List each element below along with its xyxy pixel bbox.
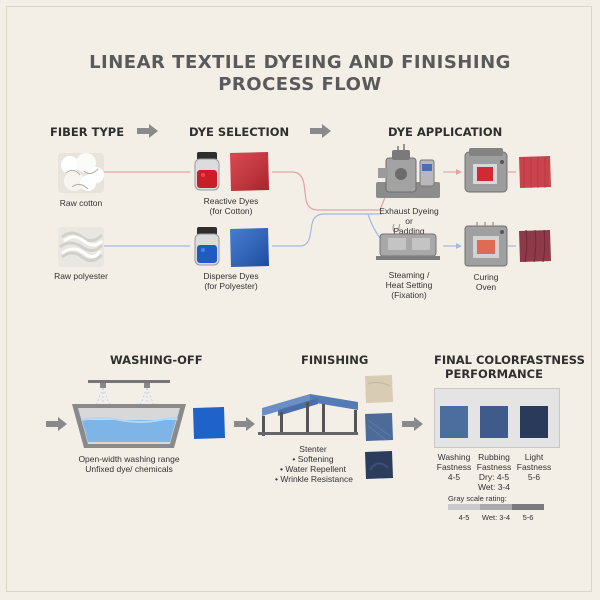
washed-blue-fabric-swatch [193,407,225,439]
rubbing-fastness-label-2: Fastness [476,462,512,472]
washing-test-swatch [440,406,468,438]
washing-fastness-label-1: Washing [437,452,471,462]
exhaust-dyeing-machine-icon [376,144,440,198]
rubbing-fastness-label-1: Rubbing [478,452,510,462]
header-final-2: PERFORMANCE [445,367,543,381]
gray-scale-value-2: Wet: 3-4 [481,513,511,522]
reactive-dyes-label-2: (for Cotton) [209,206,253,216]
gray-scale-value-3: 5-6 [522,513,534,522]
drying-unit-red-icon [464,148,508,193]
exhaust-label-2: or [405,216,413,226]
raw-cotton-icon [58,153,104,193]
light-test-swatch [520,406,548,438]
raw-polyester-label: Raw polyester [54,271,108,281]
title-line-2: PROCESS FLOW [218,74,382,95]
diagram-frame [6,6,592,592]
flow-arrow-icon [310,124,331,138]
steaming-label-2: Heat Setting [385,280,433,290]
light-fastness-value: 5-6 [527,472,541,482]
flow-arrow-icon [137,124,158,138]
blue-fabric-swatch [230,228,269,267]
stenter-label: Stenter [299,444,327,454]
gray-scale-bar-1 [448,504,480,510]
finishing-bullet-wrinkle-resistance: • Wrinkle Resistance [275,474,353,484]
header-dye-selection: DYE SELECTION [189,125,290,139]
washing-fastness-label-2: Fastness [436,462,472,472]
header-dye-application: DYE APPLICATION [388,125,503,139]
red-fabric-swatch [230,152,269,191]
disperse-dyes-label-2: (for Polyester) [204,281,258,291]
header-fiber-type: FIBER TYPE [50,125,125,139]
rubbing-test-swatch [480,406,508,438]
washing-label-2: Unfixed dye/ chemicals [85,464,173,474]
gray-scale-bar-3 [512,504,544,510]
exhaust-label-3: Padding [393,226,425,236]
flow-arrow-icon [46,417,67,431]
steaming-label-3: (Fixation) [391,290,427,300]
header-finishing: FINISHING [301,353,369,367]
rubbing-fastness-dry: Dry: 4-5 [478,472,510,482]
navy-finished-swatch [365,451,393,479]
title-line-1: LINEAR TEXTILE DYEING AND FINISHING [89,52,511,73]
maroon-dyed-fabric-swatch [519,229,551,263]
disperse-dye-jar-icon [194,227,220,266]
raw-polyester-icon [58,227,104,267]
beige-finished-swatch [365,375,393,403]
header-washing-off: WASHING-OFF [110,353,203,367]
washing-fastness-value: 4-5 [447,472,461,482]
washing-tank-icon [72,380,186,448]
gray-scale-bar-2 [480,504,512,510]
reactive-dyes-label-1: Reactive Dyes [203,196,259,206]
reactive-dye-jar-icon [194,152,220,191]
exhaust-label-1: Exhaust Dyeing [379,206,439,216]
steaming-unit-icon [376,224,440,260]
gray-scale-value-1: 4-5 [458,513,470,522]
flow-arrow-icon [402,417,423,431]
finishing-bullet-water-repellent: • Water Repellent [280,464,346,474]
disperse-dyes-label-1: Disperse Dyes [203,271,259,281]
washing-label-1: Open-width washing range [78,454,180,464]
stenter-machine-icon [258,394,358,436]
steaming-label-1: Steaming / [388,270,430,280]
red-dyed-fabric-swatch [519,156,551,188]
rubbing-fastness-wet: Wet: 3-4 [478,482,510,492]
curing-oven-icon [464,222,508,267]
flow-arrow-icon [234,417,255,431]
curing-oven-label-2: Oven [475,282,497,292]
gray-scale-title: Gray scale rating: [448,494,507,503]
light-fastness-label-1: Light [524,452,544,462]
finishing-bullet-softening: • Softening [292,454,334,464]
header-final-1: FINAL COLORFASTNESS [434,353,585,367]
curing-oven-label-1: Curing [473,272,499,282]
denim-finished-swatch [365,413,393,441]
light-fastness-label-2: Fastness [516,462,552,472]
raw-cotton-label: Raw cotton [59,198,103,208]
